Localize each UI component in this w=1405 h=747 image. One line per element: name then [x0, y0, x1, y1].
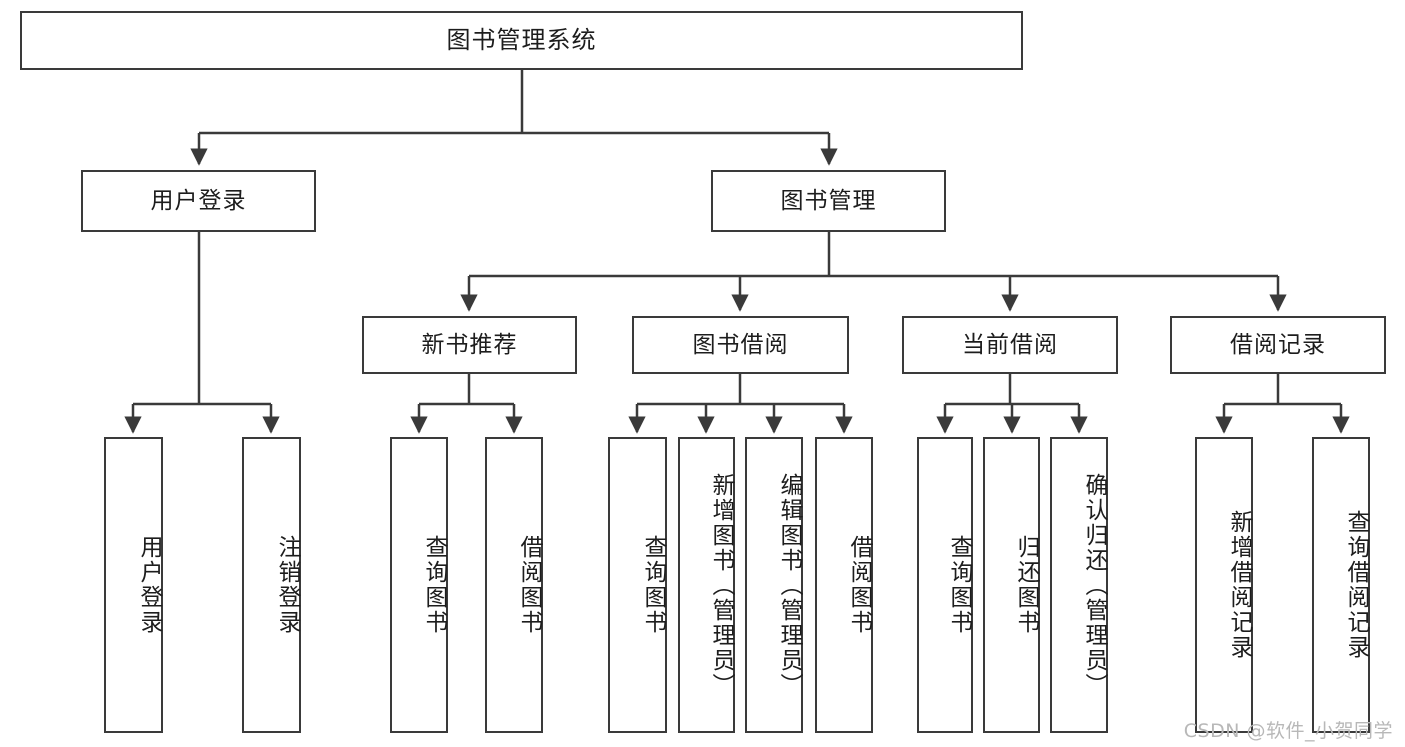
node-borrow-record-label: 借阅记录	[1230, 331, 1326, 358]
node-leaf-query-book-1-label: 查询图书	[421, 535, 447, 635]
node-leaf-query-book-1[interactable]: 查询图书	[390, 437, 448, 733]
node-leaf-borrow-book-1[interactable]: 借阅图书	[485, 437, 543, 733]
node-leaf-confirm-return-label: 确认归还（管理员）	[1081, 472, 1107, 698]
node-leaf-query-book-2[interactable]: 查询图书	[608, 437, 667, 733]
node-current-borrow[interactable]: 当前借阅	[902, 316, 1118, 374]
node-user-login[interactable]: 用户登录	[81, 170, 316, 232]
node-leaf-logout-login-label: 注销登录	[274, 535, 300, 635]
node-new-book-recommend[interactable]: 新书推荐	[362, 316, 577, 374]
node-book-manage-label: 图书管理	[780, 187, 877, 214]
node-leaf-logout-login[interactable]: 注销登录	[242, 437, 301, 733]
node-leaf-borrow-book-1-label: 借阅图书	[516, 535, 542, 635]
node-borrow-record[interactable]: 借阅记录	[1170, 316, 1386, 374]
node-leaf-add-record[interactable]: 新增借阅记录	[1195, 437, 1253, 733]
node-leaf-query-book-3[interactable]: 查询图书	[917, 437, 973, 733]
node-leaf-user-login-label: 用户登录	[136, 535, 162, 635]
node-leaf-edit-book[interactable]: 编辑图书（管理员）	[745, 437, 803, 733]
node-leaf-query-book-3-label: 查询图书	[946, 535, 972, 635]
node-leaf-edit-book-label: 编辑图书（管理员）	[776, 472, 802, 698]
node-book-manage[interactable]: 图书管理	[711, 170, 946, 232]
node-root-label: 图书管理系统	[446, 25, 597, 54]
node-leaf-query-record[interactable]: 查询借阅记录	[1312, 437, 1370, 733]
node-leaf-borrow-book-2[interactable]: 借阅图书	[815, 437, 873, 733]
node-leaf-return-book-label: 归还图书	[1013, 535, 1039, 635]
node-leaf-query-book-2-label: 查询图书	[640, 535, 666, 635]
node-leaf-add-book-label: 新增图书（管理员）	[708, 472, 734, 698]
node-leaf-borrow-book-2-label: 借阅图书	[846, 535, 872, 635]
node-leaf-confirm-return[interactable]: 确认归还（管理员）	[1050, 437, 1108, 733]
node-leaf-add-book[interactable]: 新增图书（管理员）	[678, 437, 735, 733]
node-leaf-user-login[interactable]: 用户登录	[104, 437, 163, 733]
node-leaf-return-book[interactable]: 归还图书	[983, 437, 1040, 733]
node-book-borrow[interactable]: 图书借阅	[632, 316, 849, 374]
node-user-login-label: 用户登录	[150, 187, 247, 214]
node-current-borrow-label: 当前借阅	[962, 331, 1058, 358]
node-root[interactable]: 图书管理系统	[20, 11, 1023, 70]
watermark: CSDN @软件_小贺同学	[1183, 720, 1393, 742]
node-leaf-query-record-label: 查询借阅记录	[1343, 510, 1369, 660]
node-book-borrow-label: 图书借阅	[692, 331, 789, 358]
node-new-book-recommend-label: 新书推荐	[421, 331, 518, 358]
node-leaf-add-record-label: 新增借阅记录	[1226, 510, 1252, 660]
